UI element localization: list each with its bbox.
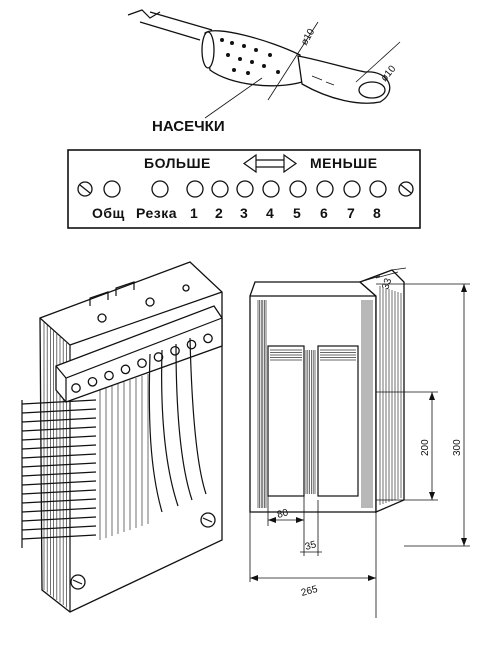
notch-dots: [220, 38, 280, 75]
coil-band: [21, 399, 97, 405]
terminal-2: [211, 180, 229, 198]
coil-band: [21, 516, 97, 522]
terminal-label-7: 7: [347, 205, 355, 221]
coil-band: [21, 426, 97, 432]
coil-band: [21, 444, 97, 450]
mounting-holes: [70, 512, 216, 590]
core-window-left: [267, 345, 305, 497]
transformer-illustration: [21, 261, 223, 613]
strip-terminal-hole: [153, 352, 164, 362]
terminal-label-4: 4: [266, 205, 274, 221]
terminal-7: [343, 180, 361, 198]
dim-wire-diameter: ø10: [299, 27, 317, 48]
terminal-6: [316, 180, 334, 198]
panel-screw-right: [398, 181, 414, 197]
terminal-1: [186, 180, 204, 198]
dim-35: 35: [304, 539, 318, 553]
coil-band: [21, 534, 97, 540]
coil-band: [21, 498, 97, 504]
coil-band: [21, 480, 97, 486]
core-window-right: [317, 345, 359, 497]
strip-terminal-hole: [104, 370, 114, 381]
more-label: БОЛЬШЕ: [144, 155, 211, 171]
terminal-common: [103, 180, 121, 198]
dim-200: 200: [420, 439, 431, 456]
terminal-panel: БОЛЬШЕ МЕНЬШЕ Общ Резка: [67, 149, 421, 229]
terminal-sockets: [103, 180, 387, 198]
coil-band: [21, 453, 97, 459]
terminal-label-5: 5: [293, 205, 301, 221]
terminal-strip: [55, 305, 223, 403]
coil-band: [21, 408, 97, 414]
strip-terminal-hole: [120, 364, 131, 375]
core-lamination-lines: [257, 286, 402, 508]
cable-lug-figure: ø10 ø10 НАСЕЧКИ: [127, 9, 401, 135]
terminal-label-6: 6: [320, 205, 328, 221]
winding-coil: [21, 374, 149, 548]
dim-33: 33: [380, 277, 394, 291]
coil-band: [21, 435, 97, 441]
terminal-label-8: 8: [373, 205, 381, 221]
clamp-bolts: [89, 281, 190, 323]
terminal-label-2: 2: [215, 205, 223, 221]
coil-band: [21, 525, 97, 531]
terminal-5: [289, 180, 307, 198]
terminal-4: [262, 180, 280, 198]
coil-band: [21, 462, 97, 468]
strip-terminals: [71, 333, 213, 393]
strip-terminal-hole: [170, 345, 180, 356]
strip-terminal-hole: [137, 358, 147, 369]
strip-terminal-hole: [87, 376, 98, 387]
coil-band: [21, 417, 97, 423]
panel-screw-left: [77, 181, 93, 197]
double-arrow-icon: [242, 153, 298, 174]
terminal-label-common: Общ: [92, 205, 125, 221]
coil-band: [21, 507, 97, 513]
strip-terminal-hole: [71, 383, 81, 393]
terminal-label-3: 3: [240, 205, 248, 221]
lead-wires: [148, 337, 207, 513]
notch-label: НАСЕЧКИ: [152, 118, 225, 135]
terminal-label-1: 1: [190, 205, 198, 221]
strip-terminal-hole: [203, 333, 213, 344]
terminal-label-cut: Резка: [136, 205, 177, 221]
terminal-cut: [151, 180, 169, 198]
coil-band: [21, 489, 97, 495]
core-dimension-drawing: 33 200 300 80 35 265: [249, 267, 470, 618]
less-label: МЕНЬШЕ: [310, 155, 378, 171]
strip-terminal-hole: [186, 339, 197, 350]
dim-300: 300: [452, 439, 463, 456]
coil-band: [21, 471, 97, 477]
terminal-3: [236, 180, 254, 198]
terminal-8: [369, 180, 387, 198]
dim-265: 265: [300, 584, 319, 599]
dim-80: 80: [276, 507, 290, 521]
